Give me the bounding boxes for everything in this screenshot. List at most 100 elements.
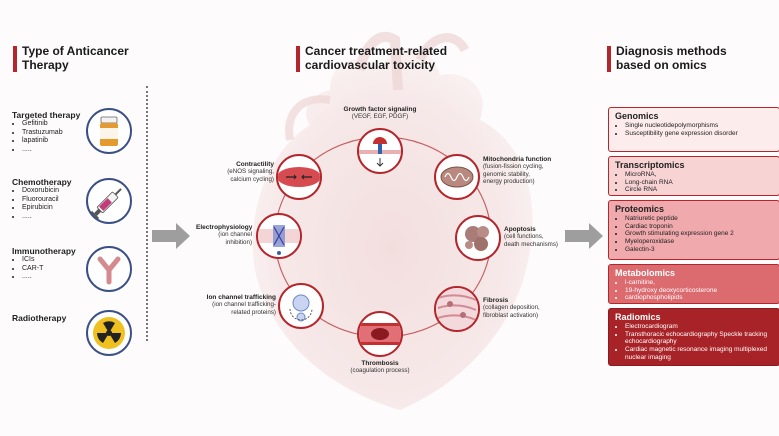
label-contractility: Contractility (eNOS signaling, calcium c… [216, 161, 274, 183]
omics-transcriptomics: Transcriptomics MicroRNA, Long-chain RNA… [608, 156, 779, 196]
syringe-icon [86, 178, 132, 224]
label-electrophysiology: Electrophysiology (ion channel inhibitio… [196, 224, 252, 246]
omics-item: l-carnitine, [625, 279, 773, 287]
antibody-icon [86, 246, 132, 292]
mechanism-title: Mitochondria function [483, 156, 552, 163]
therapy-drug: Doxorubicin [22, 187, 72, 196]
therapy-drug: CAR-T [22, 265, 76, 274]
omics-title: Transcriptomics [615, 160, 685, 170]
therapy-drug: Fluorouracil [22, 196, 72, 205]
omics-item: Cardiac magnetic resonance imaging multi… [625, 346, 773, 361]
mechanism-title: Thrombosis [361, 360, 399, 367]
omics-item: MicroRNA, [625, 171, 773, 179]
omics-item: 19-hydroxy deoxycorticosterone [625, 287, 773, 295]
omics-item: Growth stimulating expression gene 2 [625, 230, 773, 238]
therapy-drug: lapatinib [22, 137, 80, 146]
mechanism-detail: (ion channel [218, 231, 252, 239]
mechanism-detail: death mechanisms) [504, 240, 558, 248]
ion-channel-trafficking-icon [278, 283, 324, 329]
mechanism-detail: related proteins) [231, 308, 276, 316]
therapy-radiotherapy: Radiotherapy [12, 313, 66, 323]
therapy-name: Targeted therapy [12, 110, 81, 120]
arrow-right-icon [565, 223, 603, 249]
omics-item: Galectin-3 [625, 246, 773, 254]
therapy-drug: Trastuzumab [22, 129, 80, 138]
therapy-name: Immunotherapy [12, 246, 76, 256]
omics-item: cardiophospholipids [625, 294, 773, 302]
mechanism-title: Growth factor signaling [343, 106, 417, 113]
omics-item: Natriuretic peptide [625, 215, 773, 223]
omics-metabolomics: Metabolomics l-carnitine, 19-hydroxy deo… [608, 264, 779, 304]
therapy-name: Radiotherapy [12, 313, 67, 323]
omics-radiomics: Radiomics Electrocardiogram Transthoraci… [608, 308, 779, 366]
omics-title: Metabolomics [615, 268, 676, 278]
omics-title: Radiomics [615, 312, 661, 322]
growth-factor-icon [357, 128, 403, 174]
apoptosis-icon [455, 215, 501, 261]
header-line: Diagnosis methods [616, 44, 727, 58]
mechanism-detail: energy production) [483, 178, 535, 186]
therapy-drug: ..... [22, 146, 80, 155]
mechanism-title: Contractility [236, 161, 274, 168]
header-line: Therapy [22, 58, 69, 72]
therapy-immunotherapy: Immunotherapy ICIs CAR-T ..... [12, 246, 76, 282]
label-thrombosis: Thrombosis (coagulation process) [330, 360, 430, 375]
omics-proteomics: Proteomics Natriuretic peptide Cardiac t… [608, 200, 779, 260]
mechanism-detail: (cell functions, [504, 233, 544, 241]
mechanism-detail: (VEGF, EGF, PDGF) [351, 113, 409, 121]
therapy-drug: ..... [22, 213, 72, 222]
mechanism-detail: (fusion-fission cycling, [483, 163, 544, 171]
pill-bottle-icon [86, 108, 132, 154]
omics-item: Transthoracic echocardiography Speckle t… [625, 331, 773, 346]
header-cardiovascular-toxicity: Cancer treatment-related cardiovascular … [296, 44, 448, 72]
fibrosis-icon [434, 286, 480, 332]
omics-item: Single nucleotidepolymorphisms [625, 122, 773, 130]
mechanism-detail: (ion channel trafficking- [212, 301, 276, 309]
therapy-chemotherapy: Chemotherapy Doxorubicin Fluorouracil Ep… [12, 177, 72, 221]
mechanism-detail: calcium cycling) [230, 175, 274, 183]
header-diagnosis-methods: Diagnosis methods based on omics [607, 44, 727, 72]
omics-title: Proteomics [615, 204, 665, 214]
radiation-icon [86, 310, 132, 356]
therapy-name: Chemotherapy [12, 177, 72, 187]
therapy-drug: ICIs [22, 256, 76, 265]
label-ion-channel-trafficking: Ion channel trafficking (ion channel tra… [196, 294, 276, 316]
omics-item: Myeloperoxidase [625, 238, 773, 246]
dotted-divider [146, 86, 148, 341]
label-apoptosis: Apoptosis (cell functions, death mechani… [504, 226, 584, 248]
mitochondria-icon [434, 154, 480, 200]
header-accent-bar [296, 46, 300, 72]
contractility-icon [276, 154, 322, 200]
thrombosis-icon [357, 311, 403, 357]
mechanism-title: Ion channel trafficking [206, 294, 276, 301]
label-fibrosis: Fibrosis (collagen deposition, fibroblas… [483, 297, 573, 319]
header-line: based on omics [616, 58, 707, 72]
therapy-drug: Epirubicin [22, 204, 72, 213]
header-line: Cancer treatment-related [305, 44, 448, 58]
header-accent-bar [607, 46, 611, 72]
omics-item: Susceptibility gene expression disorder [625, 130, 773, 138]
mechanism-title: Apoptosis [504, 226, 536, 233]
omics-item: Circle RNA [625, 186, 773, 194]
mechanism-title: Fibrosis [483, 297, 509, 304]
mechanism-detail: inhibition) [225, 238, 252, 246]
header-accent-bar [13, 46, 17, 72]
therapy-drug: ..... [22, 273, 76, 282]
therapy-drug: Gefitinib [22, 120, 80, 129]
mechanism-detail: (collagen deposition, [483, 304, 540, 312]
mechanism-detail: genomic stability, [483, 170, 530, 178]
label-mitochondria: Mitochondria function (fusion-fission cy… [483, 156, 573, 186]
therapy-targeted: Targeted therapy Gefitinib Trastuzumab l… [12, 110, 80, 154]
label-growth-factor: Growth factor signaling (VEGF, EGF, PDGF… [330, 106, 430, 121]
omics-item: Electrocardiogram [625, 323, 773, 331]
electrophysiology-icon [256, 213, 302, 259]
mechanism-title: Electrophysiology [196, 224, 253, 231]
omics-genomics: Genomics Single nucleotidepolymorphisms … [608, 107, 779, 152]
omics-item: Cardiac troponin [625, 223, 773, 231]
mechanism-detail: (eNOS signaling, [227, 168, 274, 176]
omics-item: Long-chain RNA [625, 179, 773, 187]
omics-title: Genomics [615, 111, 659, 121]
arrow-right-icon [152, 223, 190, 249]
header-line: cardiovascular toxicity [305, 58, 436, 72]
mechanism-detail: fibroblast activation) [483, 311, 539, 319]
